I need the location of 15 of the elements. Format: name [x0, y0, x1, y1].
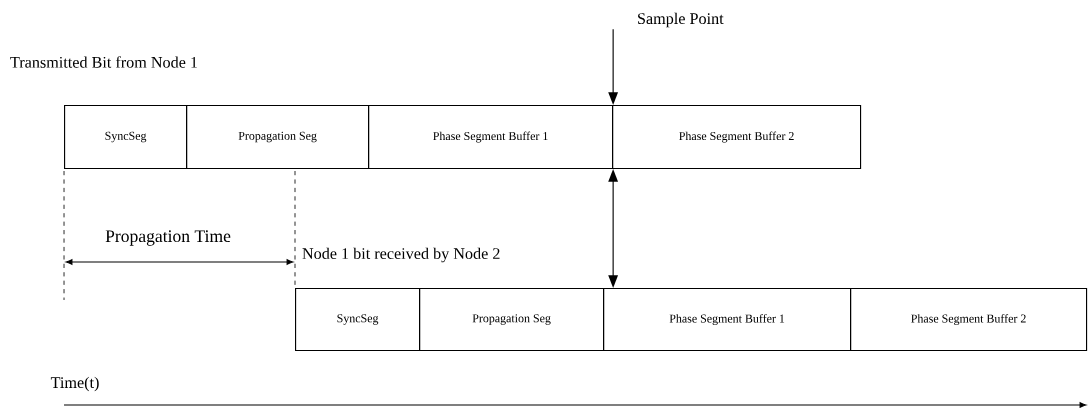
segment-box: Phase Segment Buffer 1	[603, 288, 852, 352]
segment-box: Propagation Seg	[419, 288, 605, 352]
row-label: Node 1 bit received by Node 2	[302, 247, 500, 263]
arrow	[608, 28, 619, 105]
big-label: Transmitted Bit from Node 1	[10, 56, 197, 68]
arrow	[608, 169, 619, 288]
axis-label: Time(t)	[50, 376, 99, 392]
segment-box: Phase Segment Buffer 2	[612, 105, 862, 170]
segment-box: Phase Segment Buffer 2	[850, 288, 1088, 352]
segment-box: Propagation Seg	[186, 105, 370, 170]
dimension-label: Propagation Time	[105, 230, 231, 246]
segment-box: SyncSeg	[64, 105, 188, 170]
sample-point-label: Sample Point	[638, 12, 724, 28]
segment-box: SyncSeg	[295, 288, 421, 352]
segment-box: Phase Segment Buffer 1	[368, 105, 614, 170]
